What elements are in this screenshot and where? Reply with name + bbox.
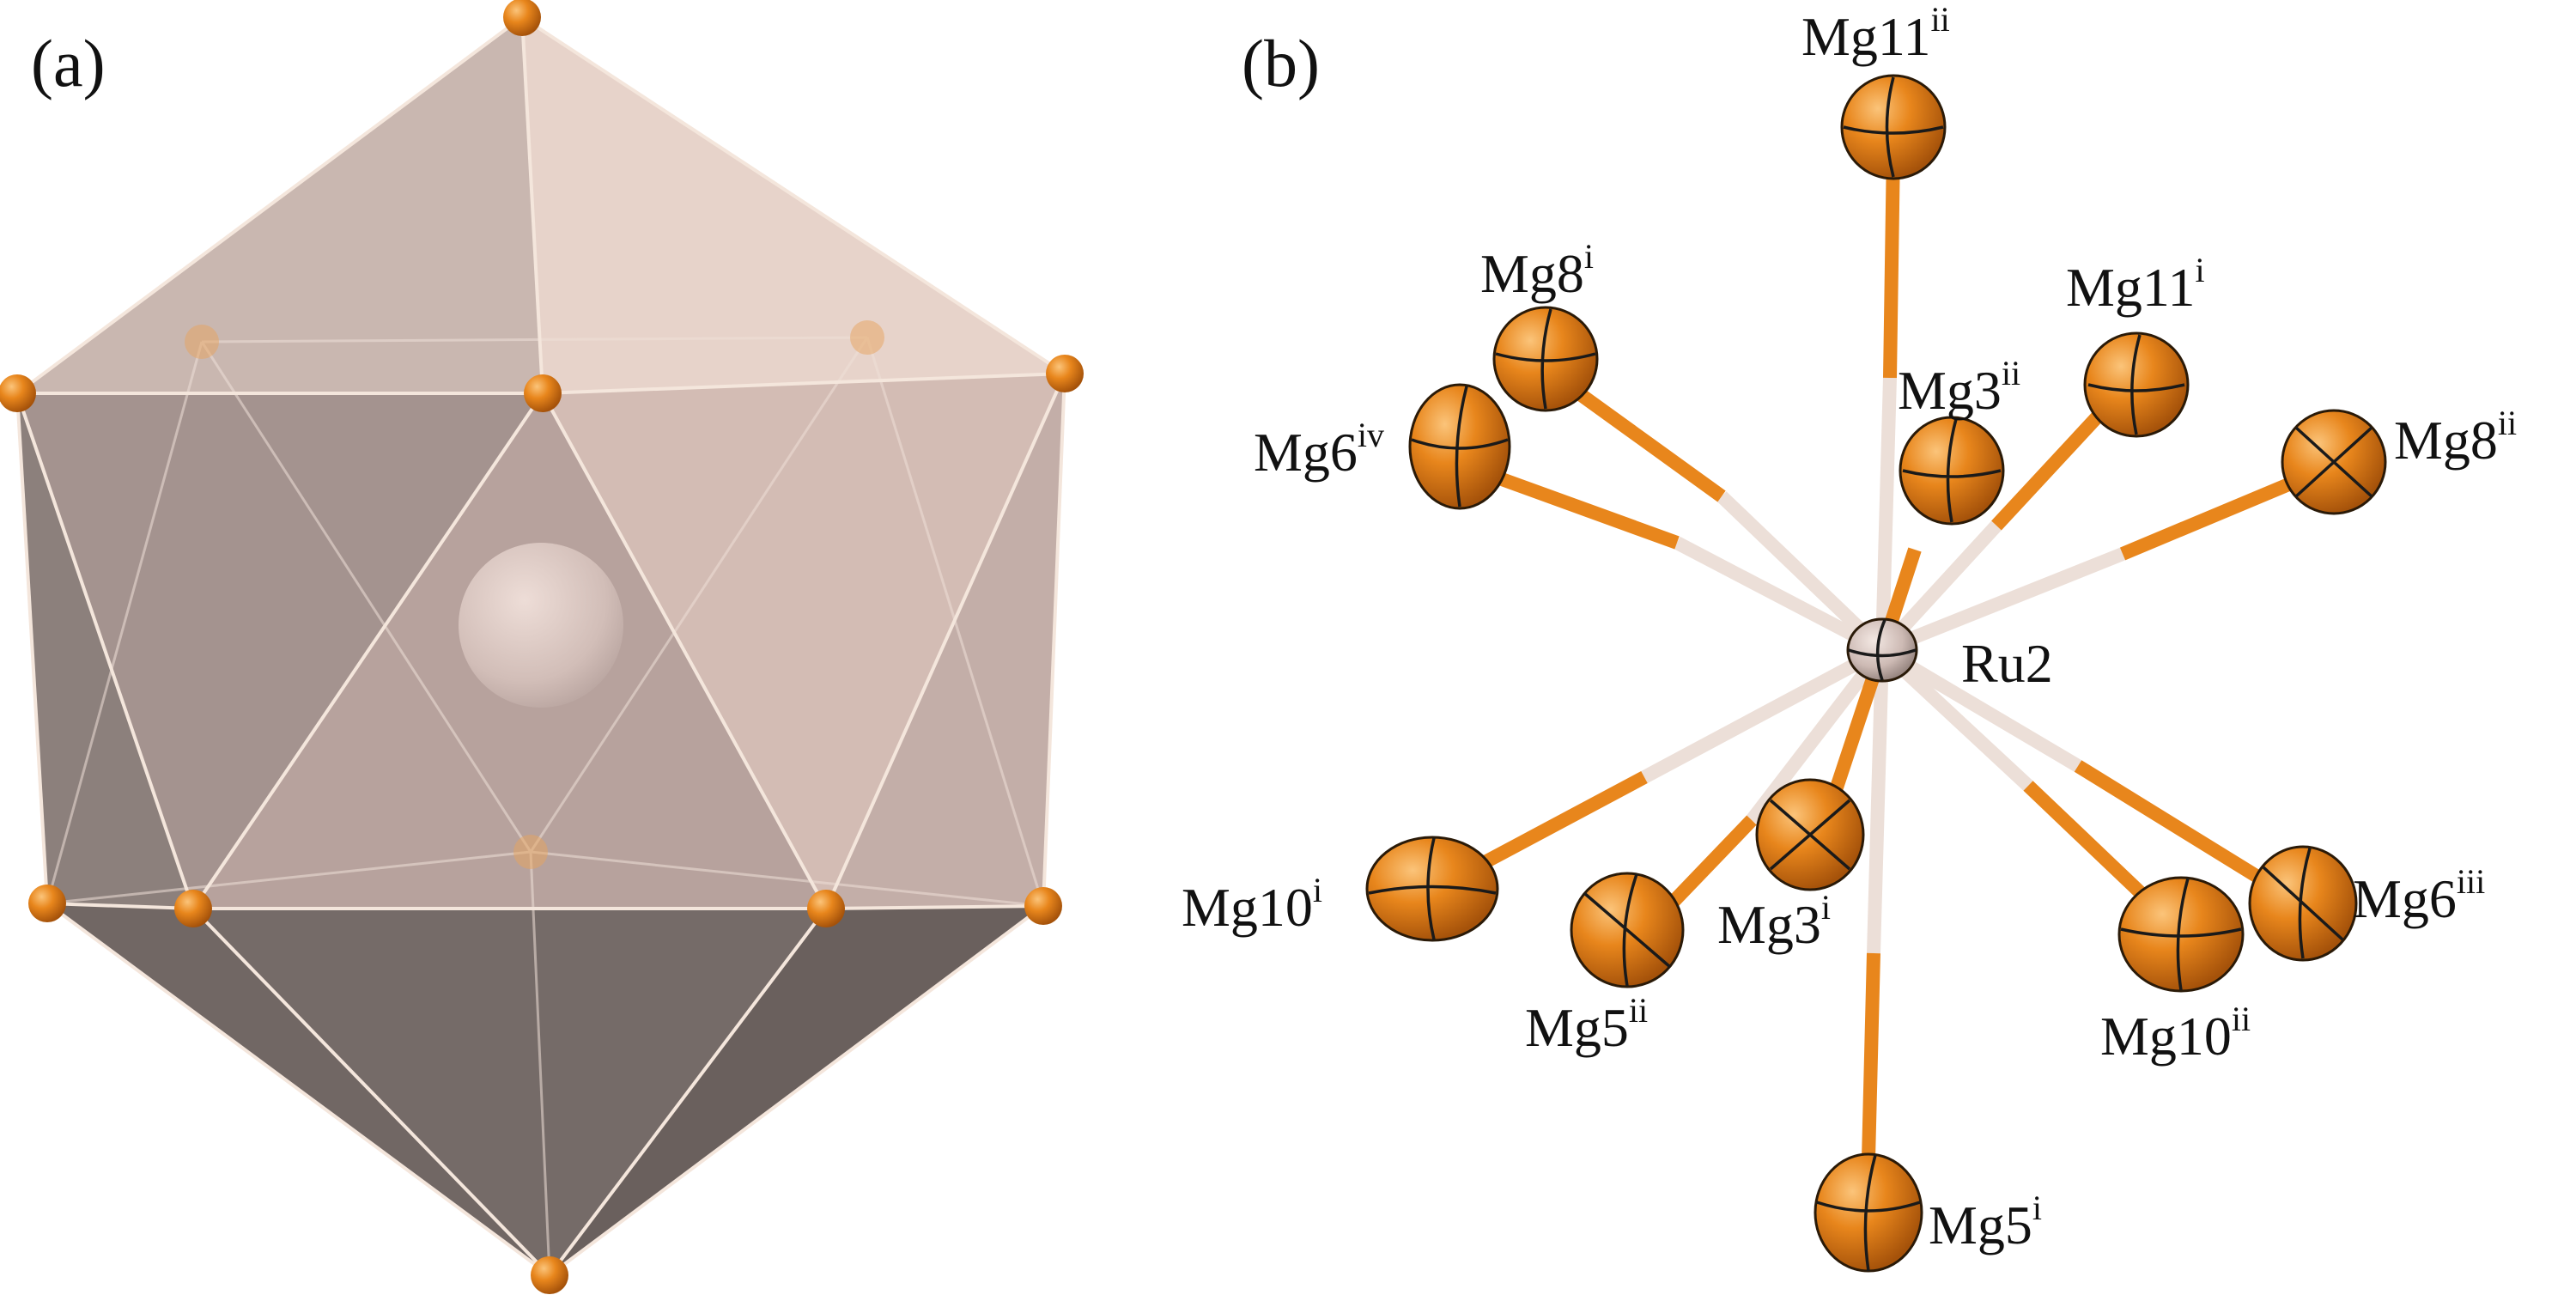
panel-a: (a)	[0, 0, 1084, 1294]
poly-face	[17, 17, 543, 393]
poly-face	[522, 17, 1065, 393]
label-mg3-i: Mg3i	[1717, 888, 1831, 955]
atom-mg6-iii	[2248, 845, 2358, 962]
panel-label-a: (a)	[31, 26, 106, 100]
vertex-atom	[1024, 887, 1062, 925]
atom-mg8-ii	[2281, 409, 2387, 515]
bond-center-half	[1716, 491, 1887, 655]
atom-ru2	[1829, 547, 1922, 793]
vertex-atom	[524, 374, 562, 412]
label-mg11-i: Mg11i	[2066, 251, 2205, 318]
label-mg10-ii: Mg10ii	[2100, 1000, 2251, 1067]
atom-labels: Ru2 Mg11ii Mg8i Mg6iv Mg3ii Mg11i Mg8ii …	[1182, 0, 2517, 1255]
front-edges	[15, 15, 1066, 1277]
label-ru2: Ru2	[1961, 633, 2053, 694]
label-mg10-i: Mg10i	[1182, 871, 1322, 938]
label-mg6-iv: Mg6iv	[1254, 416, 1384, 483]
vertex-atom-back	[185, 325, 219, 359]
atom-mg3-ii	[1899, 416, 2005, 526]
vertex-atom	[174, 890, 212, 927]
bond-center-half	[1880, 547, 2125, 657]
vertex-atom	[28, 885, 66, 922]
label-mg5-i: Mg5i	[1929, 1189, 2042, 1255]
icosahedron-polyhedron	[0, 0, 1084, 1294]
vertex-atom-back	[513, 835, 548, 869]
label-mg3-ii: Mg3ii	[1898, 354, 2020, 421]
atom-mg3-i	[1755, 778, 1865, 891]
label-mg8-i: Mg8i	[1480, 237, 1594, 304]
vertex-atom	[807, 890, 845, 927]
label-mg5-ii: Mg5ii	[1525, 991, 1648, 1058]
vertex-atom	[531, 1256, 568, 1294]
label-mg11-ii: Mg11ii	[1801, 0, 1950, 67]
vertex-atom	[503, 0, 541, 36]
atom-mg10-i	[1365, 836, 1499, 942]
label-mg8-ii: Mg8ii	[2394, 404, 2517, 471]
atom-mg5-i	[1814, 1152, 1923, 1273]
atom-mg5-ii	[1570, 872, 1685, 988]
atom-mg6-iv	[1408, 383, 1511, 510]
poly-face	[17, 393, 543, 909]
bond-center-half	[1878, 644, 2082, 772]
bond-center-half	[1641, 643, 1886, 784]
vertex-atom	[0, 374, 36, 412]
bond-center-half	[1674, 536, 1886, 657]
bond-center-half	[1875, 377, 1897, 651]
bond-center-half	[1867, 649, 1889, 954]
central-atom-sphere	[459, 543, 623, 708]
atom-mg11-ii	[1840, 74, 1947, 180]
vertex-atom-back	[850, 320, 884, 355]
bond-center-half	[1746, 646, 1888, 824]
bond-ligand-half	[2074, 760, 2288, 899]
panel-b: (b)	[1182, 0, 2517, 1273]
atom-mg11-i	[2083, 331, 2190, 438]
label-mg6-iii: Mg6iii	[2353, 862, 2485, 929]
atom-mg10-ii	[2117, 876, 2245, 993]
panel-label-b: (b)	[1242, 26, 1320, 100]
bond-ligand-half	[1883, 149, 1900, 379]
poly-face	[193, 909, 826, 1275]
vertex-atom	[1046, 355, 1084, 392]
atom-mg8-i	[1492, 306, 1599, 412]
poly-face	[543, 374, 1065, 909]
